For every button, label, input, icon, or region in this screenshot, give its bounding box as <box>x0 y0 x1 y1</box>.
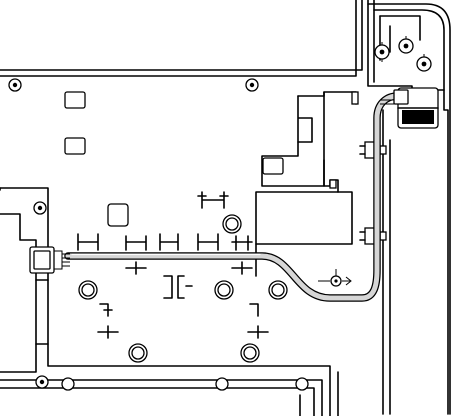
screw-icon <box>246 79 258 91</box>
cable-clip-lower <box>360 228 386 244</box>
standoff <box>223 215 241 233</box>
slots <box>65 92 283 226</box>
screw-icon <box>375 42 389 62</box>
screws <box>9 36 431 390</box>
standoff <box>241 344 259 362</box>
standoff <box>215 281 233 299</box>
lock-arrow-icon <box>318 269 351 286</box>
standoff <box>79 281 97 299</box>
board-area <box>256 92 358 276</box>
screw-icon <box>9 79 21 91</box>
standoff <box>216 378 228 390</box>
standoff <box>62 378 74 390</box>
assembly-markers <box>78 234 268 338</box>
standoff <box>129 344 147 362</box>
cable-connector-left <box>30 247 70 273</box>
screw-icon <box>399 36 413 53</box>
chassis-frame <box>0 0 362 416</box>
screw-icon <box>36 376 48 388</box>
cable-clip-upper <box>360 142 386 158</box>
standoff <box>296 378 308 390</box>
notch <box>352 92 358 104</box>
screw-icon <box>34 202 46 214</box>
notch <box>330 180 336 188</box>
screw-icon <box>417 54 431 71</box>
standoff <box>269 281 287 299</box>
